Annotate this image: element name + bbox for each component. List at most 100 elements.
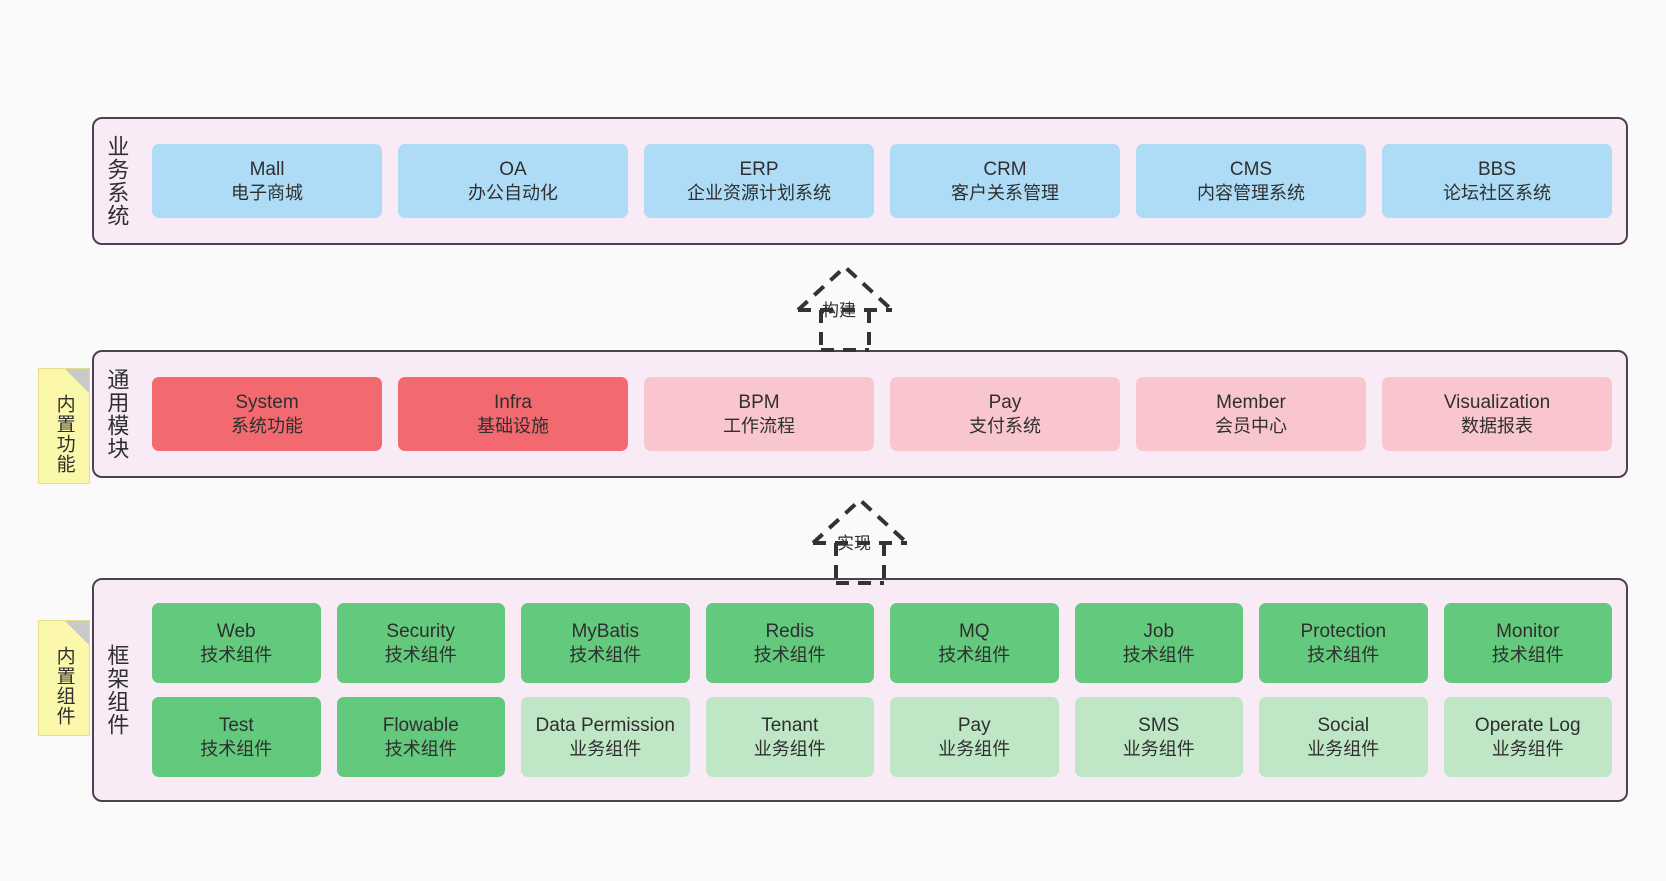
box-label-en: Tenant bbox=[761, 714, 819, 736]
box-system[interactable]: System 系统功能 bbox=[152, 377, 382, 451]
box-security[interactable]: Security 技术组件 bbox=[336, 603, 505, 683]
connector-implement-arrow bbox=[811, 497, 909, 585]
box-label-cn: 技术组件 bbox=[1122, 644, 1195, 665]
box-test[interactable]: Test 技术组件 bbox=[152, 697, 321, 777]
note-fold-corner-icon bbox=[65, 369, 89, 393]
box-label-en: Test bbox=[218, 714, 254, 736]
box-label-cn: 数据报表 bbox=[1461, 415, 1533, 436]
box-label-en: Redis bbox=[765, 620, 815, 642]
box-label-en: Visualization bbox=[1443, 391, 1551, 413]
box-mall[interactable]: Mall 电子商城 bbox=[152, 144, 382, 218]
box-row: Mall 电子商城 OA 办公自动化 ERP 企业资源计划系统 CRM 客户关系… bbox=[152, 144, 1612, 218]
note-label: 内置组件 bbox=[53, 646, 75, 726]
box-label-cn: 内容管理系统 bbox=[1197, 182, 1305, 203]
box-row: Test 技术组件 Flowable 技术组件 Data Permission … bbox=[152, 697, 1612, 777]
box-label-en: Infra bbox=[493, 391, 533, 413]
box-member[interactable]: Member 会员中心 bbox=[1136, 377, 1366, 451]
box-erp[interactable]: ERP 企业资源计划系统 bbox=[644, 144, 874, 218]
box-label-cn: 技术组件 bbox=[384, 738, 457, 759]
box-monitor[interactable]: Monitor 技术组件 bbox=[1443, 603, 1612, 683]
box-label-cn: 工作流程 bbox=[723, 415, 795, 436]
box-label-en: OA bbox=[499, 158, 527, 180]
box-label-en: Social bbox=[1317, 714, 1370, 736]
note-fold-corner-icon bbox=[65, 621, 89, 645]
box-label-en: SMS bbox=[1138, 714, 1180, 736]
box-label-en: Monitor bbox=[1496, 620, 1560, 642]
box-label-cn: 支付系统 bbox=[969, 415, 1041, 436]
box-label-en: Member bbox=[1216, 391, 1286, 413]
box-tenant[interactable]: Tenant 业务组件 bbox=[705, 697, 874, 777]
box-label-cn: 技术组件 bbox=[384, 644, 457, 665]
box-label-cn: 技术组件 bbox=[569, 644, 642, 665]
box-bbs[interactable]: BBS 论坛社区系统 bbox=[1382, 144, 1612, 218]
box-label-en: Operate Log bbox=[1474, 714, 1581, 736]
box-protection[interactable]: Protection 技术组件 bbox=[1259, 603, 1428, 683]
box-label-en: Security bbox=[386, 620, 456, 642]
box-label-cn: 技术组件 bbox=[1307, 644, 1380, 665]
box-label-en: CRM bbox=[983, 158, 1027, 180]
connector-build-label: 构建 bbox=[822, 301, 856, 320]
box-row: System 系统功能 Infra 基础设施 BPM 工作流程 Pay 支付系统… bbox=[152, 377, 1612, 451]
note-builtin-component[interactable]: 内置组件 bbox=[38, 620, 90, 736]
box-label-en: System bbox=[235, 391, 299, 413]
box-pay-component[interactable]: Pay 业务组件 bbox=[890, 697, 1059, 777]
box-label-en: BBS bbox=[1477, 158, 1517, 180]
box-label-cn: 客户关系管理 bbox=[951, 182, 1059, 203]
layer-common-module[interactable]: 通用模块 System 系统功能 Infra 基础设施 BPM 工作流程 Pay… bbox=[92, 350, 1628, 478]
box-label-cn: 技术组件 bbox=[938, 644, 1011, 665]
layer-title-framework-component: 框架组件 bbox=[104, 644, 130, 736]
box-social[interactable]: Social 业务组件 bbox=[1259, 697, 1428, 777]
box-data-permission[interactable]: Data Permission 业务组件 bbox=[521, 697, 690, 777]
box-sms[interactable]: SMS 业务组件 bbox=[1074, 697, 1243, 777]
box-mq[interactable]: MQ 技术组件 bbox=[890, 603, 1059, 683]
box-label-en: Protection bbox=[1300, 620, 1387, 642]
box-pay-module[interactable]: Pay 支付系统 bbox=[890, 377, 1120, 451]
box-label-en: Pay bbox=[957, 714, 991, 736]
layer-framework-component[interactable]: 框架组件 Web 技术组件 Security 技术组件 MyBatis 技术组件… bbox=[92, 578, 1628, 802]
box-mybatis[interactable]: MyBatis 技术组件 bbox=[521, 603, 690, 683]
box-label-en: Pay bbox=[988, 391, 1022, 413]
box-label-cn: 技术组件 bbox=[200, 738, 273, 759]
layer-body-common-module: System 系统功能 Infra 基础设施 BPM 工作流程 Pay 支付系统… bbox=[138, 352, 1626, 476]
box-label-cn: 技术组件 bbox=[200, 644, 273, 665]
box-redis[interactable]: Redis 技术组件 bbox=[705, 603, 874, 683]
box-label-cn: 技术组件 bbox=[753, 644, 826, 665]
note-builtin-function[interactable]: 内置功能 bbox=[38, 368, 90, 484]
layer-business-system[interactable]: 业务系统 Mall 电子商城 OA 办公自动化 ERP 企业资源计划系统 CRM… bbox=[92, 117, 1628, 245]
box-row: Web 技术组件 Security 技术组件 MyBatis 技术组件 Redi… bbox=[152, 603, 1612, 683]
box-cms[interactable]: CMS 内容管理系统 bbox=[1136, 144, 1366, 218]
box-label-cn: 电子商城 bbox=[231, 182, 303, 203]
box-label-cn: 基础设施 bbox=[477, 415, 549, 436]
box-web[interactable]: Web 技术组件 bbox=[152, 603, 321, 683]
layer-body-business-system: Mall 电子商城 OA 办公自动化 ERP 企业资源计划系统 CRM 客户关系… bbox=[138, 119, 1626, 243]
box-visualization[interactable]: Visualization 数据报表 bbox=[1382, 377, 1612, 451]
box-flowable[interactable]: Flowable 技术组件 bbox=[336, 697, 505, 777]
box-operate-log[interactable]: Operate Log 业务组件 bbox=[1443, 697, 1612, 777]
box-label-en: Job bbox=[1143, 620, 1175, 642]
box-bpm[interactable]: BPM 工作流程 bbox=[644, 377, 874, 451]
box-label-cn: 技术组件 bbox=[1491, 644, 1564, 665]
layer-title-common-module: 通用模块 bbox=[104, 368, 130, 460]
box-label-en: BPM bbox=[738, 391, 780, 413]
box-oa[interactable]: OA 办公自动化 bbox=[398, 144, 628, 218]
box-label-cn: 业务组件 bbox=[1122, 738, 1195, 759]
box-crm[interactable]: CRM 客户关系管理 bbox=[890, 144, 1120, 218]
box-label-cn: 论坛社区系统 bbox=[1443, 182, 1551, 203]
box-label-cn: 系统功能 bbox=[231, 415, 303, 436]
note-label: 内置功能 bbox=[53, 394, 75, 474]
box-infra[interactable]: Infra 基础设施 bbox=[398, 377, 628, 451]
box-label-en: Web bbox=[216, 620, 256, 642]
box-job[interactable]: Job 技术组件 bbox=[1074, 603, 1243, 683]
box-label-en: Flowable bbox=[382, 714, 459, 736]
box-label-cn: 办公自动化 bbox=[468, 182, 558, 203]
box-label-cn: 会员中心 bbox=[1215, 415, 1287, 436]
box-label-cn: 业务组件 bbox=[1307, 738, 1380, 759]
box-label-cn: 业务组件 bbox=[569, 738, 642, 759]
box-label-en: Mall bbox=[249, 158, 285, 180]
box-label-cn: 企业资源计划系统 bbox=[687, 182, 831, 203]
layer-title-business-system: 业务系统 bbox=[104, 135, 130, 227]
box-label-en: MyBatis bbox=[571, 620, 640, 642]
box-label-en: Data Permission bbox=[535, 714, 675, 736]
connector-build-arrow bbox=[796, 264, 894, 352]
